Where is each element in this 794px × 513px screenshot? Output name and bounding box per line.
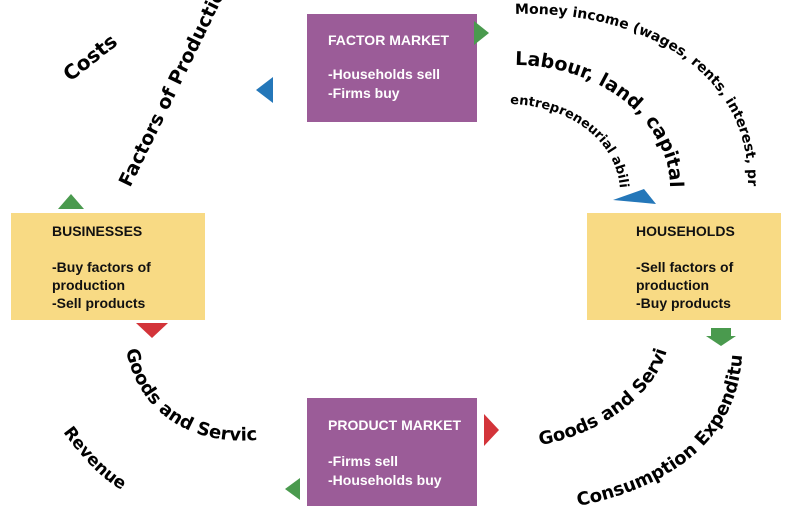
- businesses-box: BUSINESSES -Buy factors of production -S…: [11, 213, 205, 320]
- costs-label: Costs: [58, 29, 121, 86]
- arrow-green-revenue-icon: [285, 478, 300, 500]
- factor-market-line-2: -Firms buy: [328, 85, 400, 101]
- product-market-box: PRODUCT MARKET -Firms sell -Households b…: [307, 398, 477, 506]
- product-market-line-2: -Households buy: [328, 472, 442, 488]
- arrow-green-businesses-icon: [58, 194, 84, 209]
- households-line-3: -Buy products: [636, 295, 731, 311]
- households-line-1: -Sell factors of: [636, 259, 734, 275]
- product-market-title: PRODUCT MARKET: [328, 417, 461, 433]
- factor-market-box: FACTOR MARKET -Households sell -Firms bu…: [307, 14, 477, 122]
- revenue-label: Revenue: [59, 423, 130, 494]
- businesses-title: BUSINESSES: [52, 223, 142, 239]
- revenue-text: Revenue: [59, 423, 130, 494]
- product-market-line-1: -Firms sell: [328, 453, 398, 469]
- arrow-red-businesses-icon: [136, 323, 168, 338]
- arrow-blue-households-icon: [613, 189, 656, 204]
- arrow-red-product-market-icon: [484, 414, 499, 446]
- households-title: HOUSEHOLDS: [636, 223, 735, 239]
- businesses-line-2: production: [52, 277, 125, 293]
- businesses-line-3: -Sell products: [52, 295, 146, 311]
- factor-market-line-1: -Households sell: [328, 66, 440, 82]
- factor-market-title: FACTOR MARKET: [328, 32, 450, 48]
- arrow-blue-factors-icon: [256, 77, 273, 103]
- households-box: HOUSEHOLDS -Sell factors of production -…: [587, 213, 781, 320]
- businesses-line-1: -Buy factors of: [52, 259, 151, 275]
- factors-of-production-label: Factors of Production: [115, 0, 236, 190]
- arrow-green-factor-market-icon: [474, 21, 489, 45]
- arrow-green-households-icon: [706, 328, 736, 346]
- households-line-2: production: [636, 277, 709, 293]
